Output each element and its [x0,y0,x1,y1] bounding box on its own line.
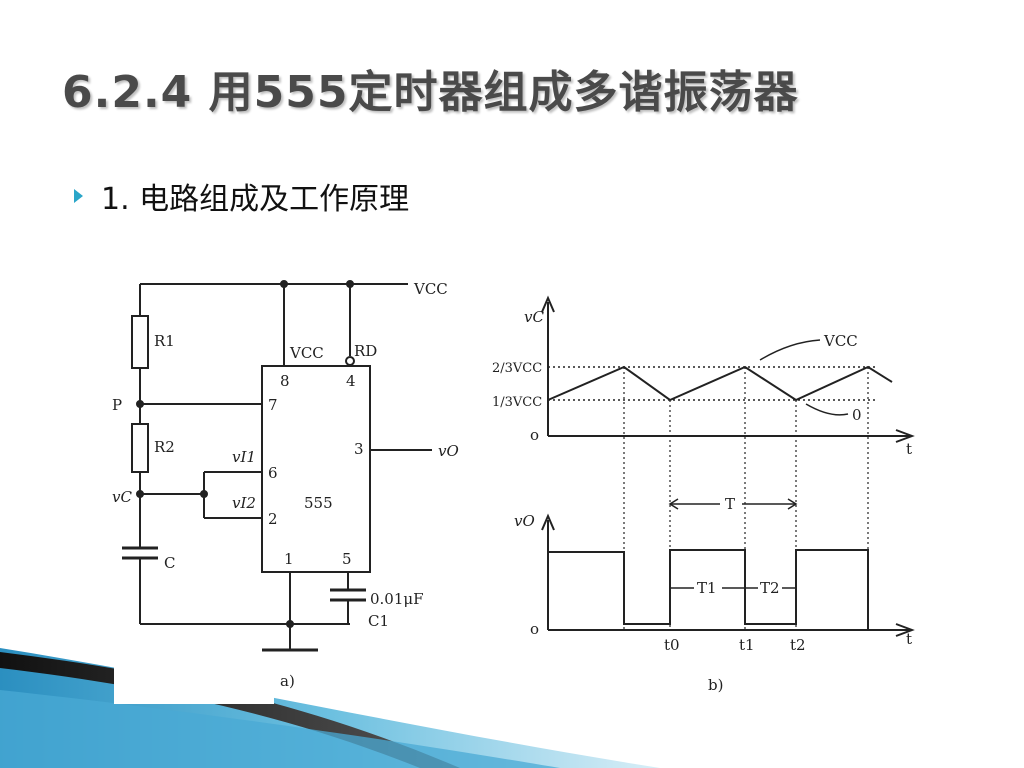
label-vo-axis: vO [514,512,535,530]
label-cap-c: C [164,554,175,572]
label-rd-pin: RD [354,342,377,360]
label-vcc-pin: VCC [289,344,324,362]
caption-b: b) [708,676,723,694]
label-pin3: 3 [354,440,364,458]
label-c1: C1 [368,612,389,630]
label-t2: t2 [790,636,806,654]
label-pin6: 6 [268,464,278,482]
label-c1-value: 0.01μF [370,590,424,608]
label-vc-axis: vC [524,308,544,326]
label-vcc-asymptote: VCC [823,332,858,350]
slide-title: 6.2.4 用555定时器组成多谐振荡器 [62,67,799,118]
label-t-axis-top: t [906,440,912,458]
label-vcc: VCC [413,280,448,298]
label-t2-interval: T2 [760,579,780,597]
label-vo-out: vO [438,442,459,460]
label-pin5: 5 [342,550,352,568]
bullet-item: 1. 电路组成及工作原理 [74,174,409,218]
label-chip-555: 555 [304,494,333,512]
label-vi1: vI1 [232,448,256,466]
label-upper-threshold: 2/3VCC [492,361,542,376]
label-origin-bottom: o [530,620,539,638]
label-r1: R1 [154,332,175,350]
label-pin1: 1 [284,550,294,568]
ic-555-box [261,365,371,573]
label-vc: vC [112,488,132,506]
label-t-axis-bottom: t [906,630,912,648]
label-pin8: 8 [280,372,290,390]
label-origin-top: o [530,426,539,444]
waveform-diagram [541,295,915,637]
label-t1-interval: T1 [697,579,717,597]
label-pin4: 4 [346,372,356,390]
label-node-p: P [112,396,122,414]
circuit-diagram [122,280,432,652]
label-period-t: T [725,495,735,513]
bullet-text: 1. 电路组成及工作原理 [101,182,410,217]
label-r2: R2 [154,438,175,456]
label-vi2: vI2 [232,494,256,512]
triangle-bullet-icon [74,189,83,203]
label-pin7: 7 [268,396,278,414]
label-lower-threshold: 1/3VCC [492,395,542,410]
label-t1: t1 [739,636,755,654]
label-zero-asymptote: 0 [852,406,862,424]
label-pin2: 2 [268,510,278,528]
caption-a: a) [280,672,295,690]
label-t0: t0 [664,636,680,654]
